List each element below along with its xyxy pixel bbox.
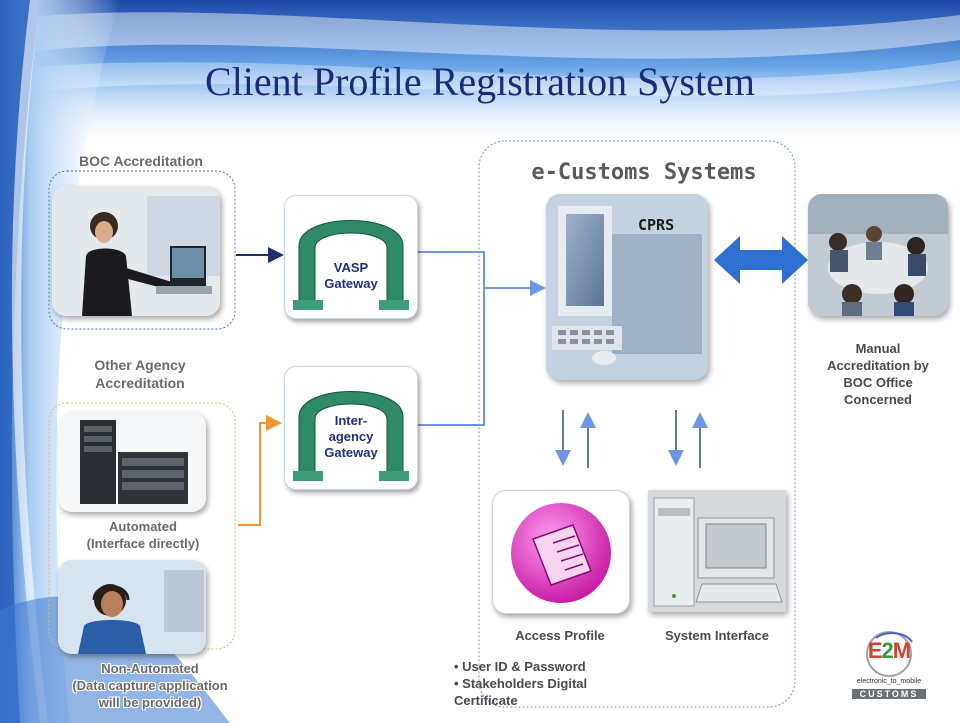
e2m-logo-mark <box>866 631 913 677</box>
interagency-gateway-label-2: agency <box>328 429 374 444</box>
logo-subtitle: electronic_to_mobile <box>856 678 922 685</box>
system-interface-tile <box>648 490 786 612</box>
access-profile-bullets: • User ID & Password • Stakeholders Digi… <box>454 658 587 709</box>
meeting-photo <box>808 194 948 316</box>
profile-book-icon <box>511 503 611 603</box>
manual-accreditation-label: Manual Accreditation by BOC Office Conce… <box>827 341 929 407</box>
boc-accreditation-label: BOC Accreditation <box>79 153 203 169</box>
cprs-label: CPRS <box>638 216 675 234</box>
computer-icon <box>546 194 708 380</box>
other-agency-label: Other Agency Accreditation <box>94 357 186 391</box>
interagency-arch-icon <box>293 391 409 481</box>
logo-letter-e: E <box>867 638 883 663</box>
interagency-gateway: Inter- agency Gateway <box>284 366 418 490</box>
vasp-to-cprs-connector <box>418 251 546 296</box>
access-profile-label: Access Profile <box>515 628 605 643</box>
boc-officer-photo <box>52 186 220 316</box>
manual-double-arrow <box>714 236 808 284</box>
bullet-digital-cert-cont: Certificate <box>454 693 518 708</box>
logo-letter-m: M <box>892 638 911 663</box>
logo-word: CUSTOMS <box>852 689 926 699</box>
interagency-to-cprs-connector <box>418 288 485 426</box>
interagency-gateway-label-1: Inter- <box>334 413 368 428</box>
system-interface-label: System Interface <box>664 628 770 643</box>
slide-title: Client Profile Registration System <box>205 59 755 104</box>
logo-letter-2: 2 <box>881 638 894 663</box>
bullet-digital-cert: • Stakeholders Digital <box>454 676 588 691</box>
cprs-computer: CPRS <box>546 194 708 380</box>
vasp-gateway-label-1: VASP <box>333 260 369 275</box>
vasp-gateway: VASP Gateway <box>284 195 418 319</box>
vasp-arch-icon <box>293 220 409 310</box>
access-profile-tile <box>492 490 630 614</box>
servers-photo <box>58 412 206 512</box>
terminal-icon <box>648 490 786 612</box>
non-automated-label: Non-Automated (Data capture application … <box>72 661 228 710</box>
bullet-user-id: • User ID & Password <box>454 659 586 674</box>
automated-label: Automated (Interface directly) <box>86 519 200 551</box>
ecustoms-title: e-Customs Systems <box>531 160 757 185</box>
call-center-photo <box>58 560 206 654</box>
interagency-gateway-label-3: Gateway <box>324 445 378 460</box>
e2m-customs-logo: E2M electronic_to_mobile CUSTOMS <box>846 628 932 706</box>
agency-to-interagency-arrow <box>238 415 282 526</box>
vasp-gateway-label-2: Gateway <box>324 276 378 291</box>
